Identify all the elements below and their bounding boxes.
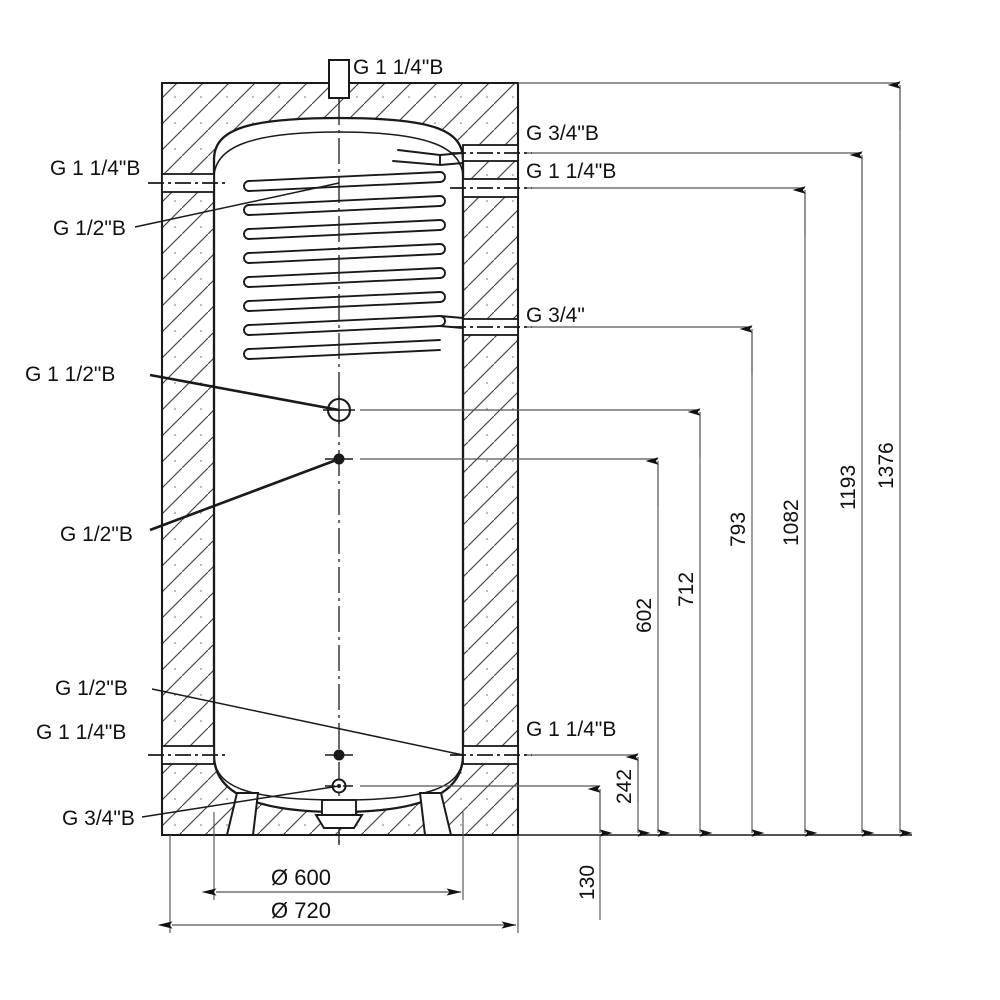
label-right-mid-1: G 3/4": [526, 304, 585, 327]
drain-flange: [314, 814, 364, 829]
label-right-lower-1: G 1 1/4"B: [526, 718, 616, 741]
label-left-upper-2: G 1/2"B: [53, 217, 126, 240]
top-connection-stub: [328, 59, 350, 99]
leader-g-3-4-b: [141, 785, 340, 818]
dim-text-602: 602: [633, 598, 656, 633]
port-right-upper-2: [450, 178, 532, 198]
port-right-mid: [450, 318, 532, 336]
label-right-upper-2: G 1 1/4"B: [526, 160, 616, 183]
dim-text-130: 130: [576, 865, 599, 900]
dim-text-1193: 1193: [837, 465, 860, 510]
port-fittings: [148, 144, 532, 765]
dim-text-d600: Ø 600: [271, 865, 331, 890]
dim-text-712: 712: [675, 572, 698, 607]
label-left-lower-2: G 1 1/4"B: [36, 721, 126, 744]
port-right-upper-1: [450, 144, 532, 162]
leader-g-1-2-mid: [149, 457, 340, 532]
label-layer: G 1 1/4"B G 1 1/4"B G 1/2"B G 1 1/2"B G …: [25, 56, 898, 923]
vertical-dimension-chain: [360, 81, 913, 920]
leader-lines: [134, 182, 464, 818]
axial-fittings: [323, 396, 356, 794]
horizontal-dimension-chain: [157, 812, 519, 933]
leader-g-1-2-upper: [134, 182, 340, 228]
label-left-mid-1: G 1 1/2"B: [25, 363, 115, 386]
dim-text-793: 793: [727, 512, 750, 547]
leader-g-1-2-lower: [151, 688, 464, 756]
label-left-upper-1: G 1 1/4"B: [50, 157, 140, 180]
label-left-lower-1: G 1/2"B: [55, 677, 128, 700]
dim-text-1376: 1376: [875, 442, 898, 489]
dim-text-242: 242: [613, 769, 636, 804]
dim-text-d720: Ø 720: [271, 898, 331, 923]
label-right-upper-1: G 3/4"B: [526, 122, 599, 145]
label-left-lower-3: G 3/4"B: [62, 807, 135, 830]
label-top-center: G 1 1/4"B: [353, 56, 443, 79]
label-left-mid-2: G 1/2"B: [60, 523, 133, 546]
port-left-upper: [148, 173, 228, 193]
port-left-lower: [148, 745, 228, 765]
drain-socket: [321, 799, 357, 816]
dim-text-1082: 1082: [780, 499, 803, 546]
leader-g-1-1-2: [149, 373, 340, 412]
